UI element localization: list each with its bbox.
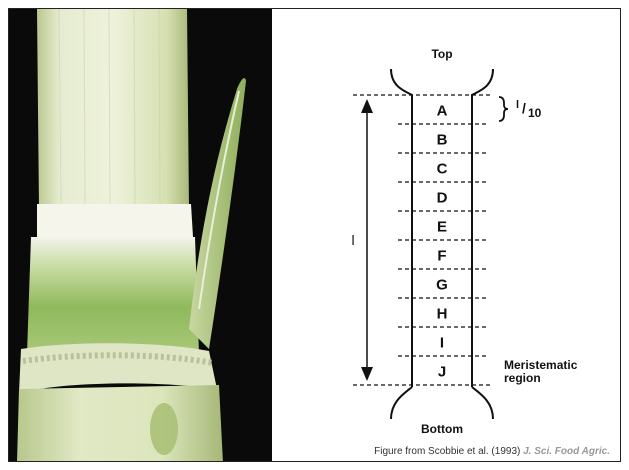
length-arrow-head-bottom (361, 367, 373, 381)
segment-label-i: I (440, 335, 444, 352)
segment-label-d: D (437, 190, 448, 207)
fraction-denominator: 10 (528, 106, 542, 120)
segment-label-a: A (437, 103, 448, 120)
segment-label-b: B (437, 132, 448, 149)
length-arrow-head-top (361, 99, 373, 113)
stem-photo (9, 9, 272, 462)
segment-label-e: E (437, 219, 447, 236)
fraction-numerator: l (516, 99, 519, 111)
segment-label-h: H (437, 306, 448, 323)
caption-prefix: Figure from Scobbie et al. (1993) (374, 446, 523, 457)
stem-outline-bottom (391, 387, 412, 419)
length-label: l (351, 232, 354, 248)
segment-label-c: C (437, 161, 448, 178)
segment-label-j: J (438, 364, 446, 381)
figure-caption: Figure from Scobbie et al. (1993) J. Sci… (374, 446, 610, 457)
fraction-slash: / (522, 100, 526, 116)
stem-outline-bottom-right (472, 387, 493, 419)
segment-label-g: G (436, 277, 448, 294)
top-label: Top (431, 47, 452, 61)
stem-outline-top-right (472, 69, 493, 101)
fraction-brace (499, 97, 508, 121)
stem-outline-top (391, 69, 412, 101)
bottom-label: Bottom (421, 422, 463, 436)
caption-journal: J. Sci. Food Agric. (523, 446, 610, 457)
meristematic-label-line2: region (504, 371, 541, 385)
meristematic-label-line1: Meristematic (504, 358, 578, 372)
segment-label-f: F (437, 248, 446, 265)
